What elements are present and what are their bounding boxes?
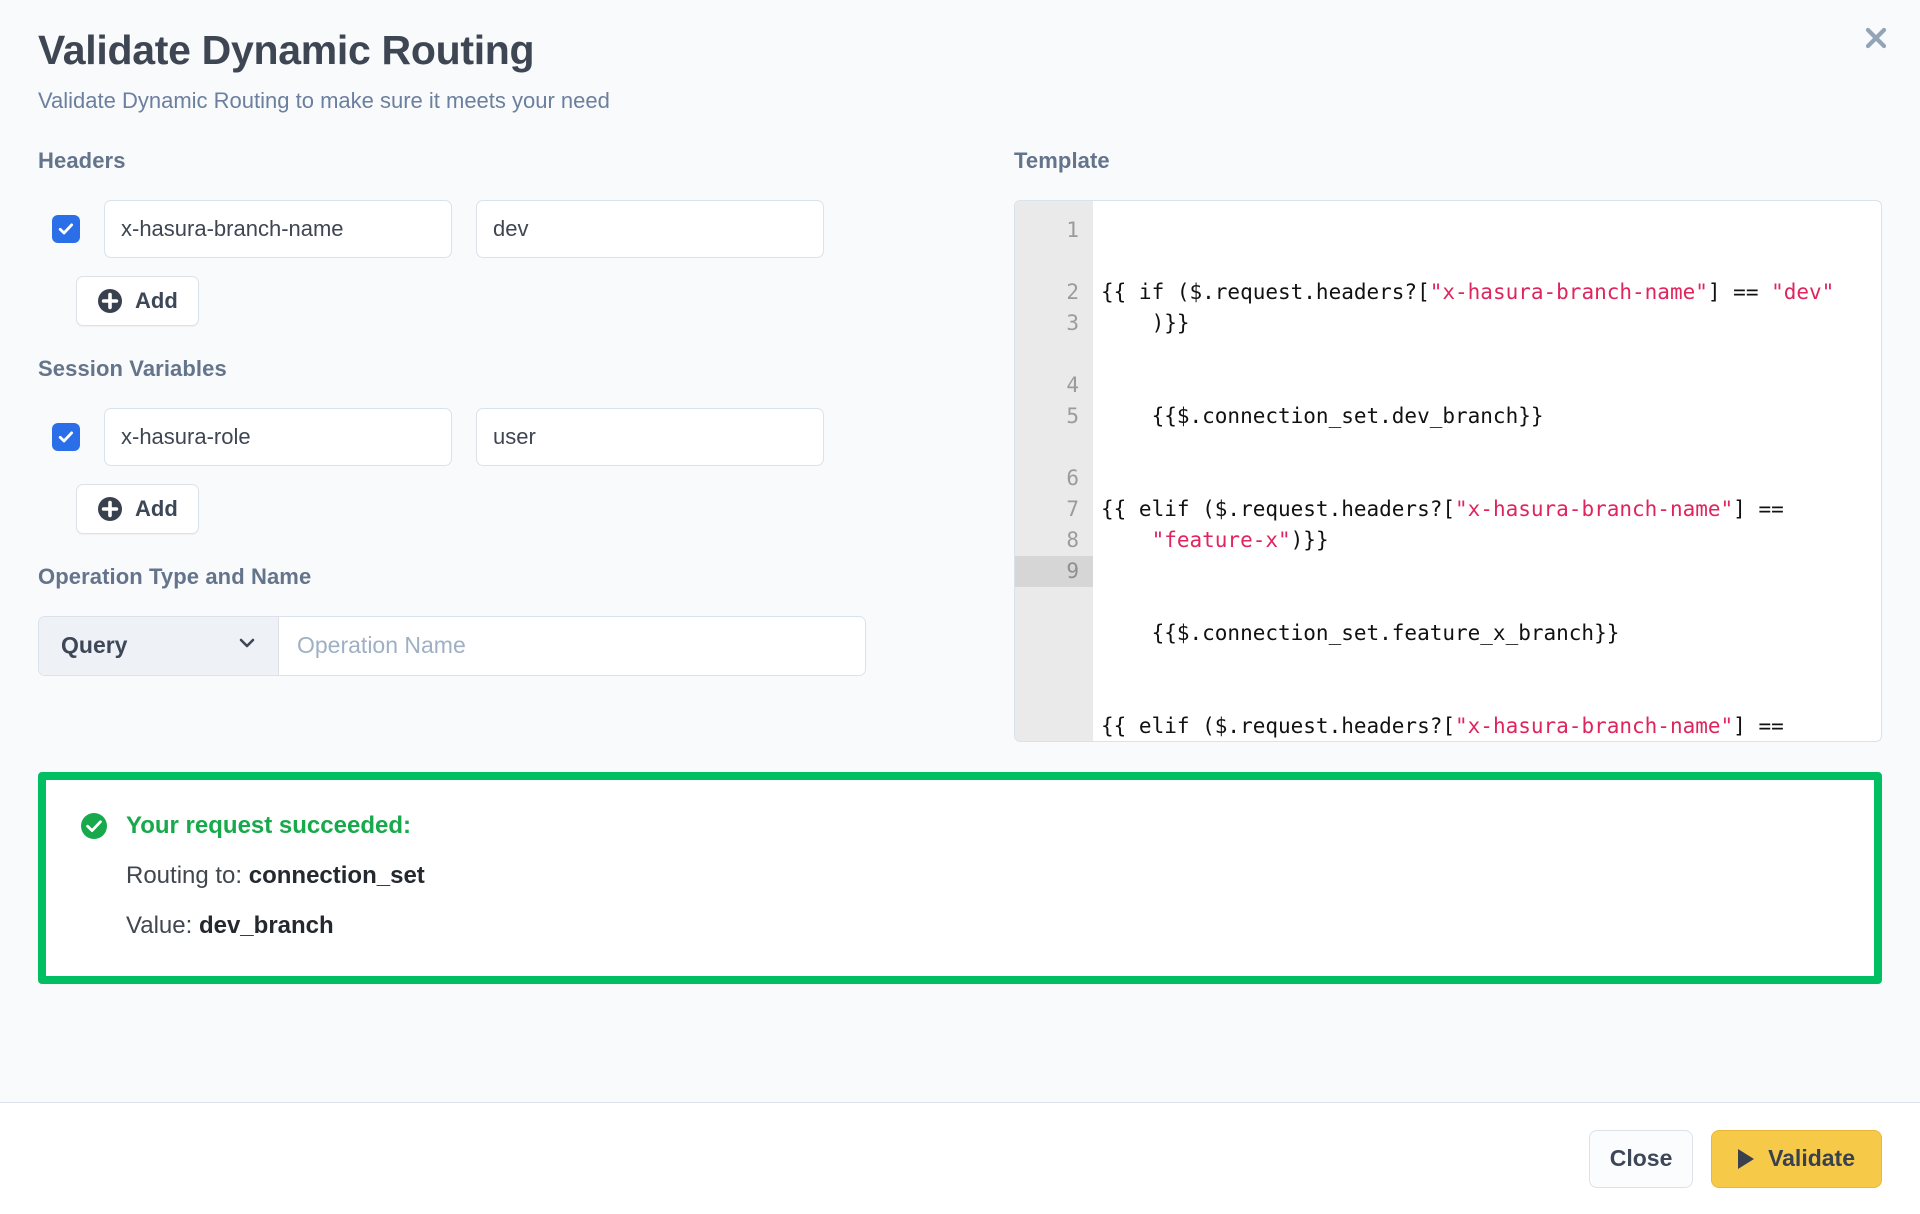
chevron-down-icon: [236, 632, 258, 659]
session-variables-section-label: Session Variables: [38, 355, 227, 381]
code-line-1: {{ if ($.request.headers?["x-hasura-bran…: [1101, 279, 1835, 335]
result-value-label: Value:: [126, 911, 193, 939]
line-number: 8: [1066, 527, 1079, 552]
session-variable-row-checkbox[interactable]: [52, 422, 80, 451]
result-value-line: Value: dev_branch: [126, 912, 1840, 940]
validation-result-wrapper: Your request succeeded: Routing to: conn…: [0, 742, 1920, 984]
template-column: Template 1 2 3 4 5 6 7 8 9 {: [998, 148, 1882, 742]
operation-name-input[interactable]: [279, 616, 865, 675]
line-number: 2: [1066, 279, 1079, 304]
editor-code-area[interactable]: {{ if ($.request.headers?["x-hasura-bran…: [1093, 201, 1881, 741]
add-header-button-label: Add: [135, 287, 178, 313]
header-row-checkbox[interactable]: [52, 214, 80, 243]
header-value-input[interactable]: [476, 199, 824, 258]
result-routing-line: Routing to: connection_set: [126, 862, 1840, 890]
add-session-variable-button[interactable]: Add: [76, 483, 199, 534]
header-row: [38, 199, 998, 258]
result-routing-label: Routing to:: [126, 861, 243, 889]
plus-circle-icon: [97, 496, 123, 522]
headers-section-label: Headers: [38, 147, 126, 173]
line-number: 1: [1066, 217, 1079, 242]
operation-type-select[interactable]: Query: [39, 616, 279, 675]
code-line-3: {{ elif ($.request.headers?["x-hasura-br…: [1101, 496, 1784, 552]
template-code-editor[interactable]: 1 2 3 4 5 6 7 8 9 {{ if ($.request.heade…: [1014, 199, 1882, 742]
form-column: Headers Add: [38, 148, 998, 742]
session-variable-value-input[interactable]: [476, 407, 824, 466]
result-header: Your request succeeded:: [80, 812, 1840, 840]
check-circle-icon: [80, 812, 108, 840]
validate-button[interactable]: Validate: [1711, 1129, 1882, 1188]
dialog-body: Headers Add: [0, 114, 1920, 742]
line-number: 7: [1066, 496, 1079, 521]
operation-type-value: Query: [61, 632, 128, 659]
session-variable-key-input[interactable]: [104, 407, 452, 466]
line-number-wrap: [1015, 432, 1079, 463]
template-section-label: Template: [1014, 147, 1110, 173]
code-line-2: {{$.connection_set.dev_branch}}: [1101, 403, 1544, 428]
result-title: Your request succeeded:: [126, 811, 411, 839]
line-number: 3: [1066, 310, 1079, 335]
code-line-5: {{ elif ($.request.headers?["x-hasura-br…: [1101, 713, 1784, 738]
result-value-value: dev_branch: [198, 911, 334, 939]
operation-section-label: Operation Type and Name: [38, 563, 312, 589]
dialog-header: Validate Dynamic Routing Validate Dynami…: [0, 0, 1920, 114]
editor-gutter: 1 2 3 4 5 6 7 8 9: [1015, 200, 1093, 741]
play-icon: [1738, 1148, 1755, 1169]
code-line-4: {{$.connection_set.feature_x_branch}}: [1101, 620, 1620, 645]
close-button[interactable]: Close: [1589, 1129, 1694, 1188]
line-number: 4: [1066, 372, 1079, 397]
line-number-active: 9: [1015, 555, 1093, 587]
result-routing-value: connection_set: [248, 861, 425, 889]
line-number: 5: [1066, 403, 1079, 428]
validate-button-label: Validate: [1768, 1145, 1855, 1171]
page-subtitle: Validate Dynamic Routing to make sure it…: [38, 87, 610, 113]
add-session-variable-button-label: Add: [135, 495, 178, 521]
session-variable-row: [38, 407, 998, 466]
close-icon[interactable]: [1854, 16, 1898, 60]
header-key-input[interactable]: [104, 199, 452, 258]
success-result-box: Your request succeeded: Routing to: conn…: [38, 771, 1882, 984]
page-title: Validate Dynamic Routing: [38, 27, 535, 73]
line-number: 6: [1066, 465, 1079, 490]
line-number-wrap: [1015, 339, 1079, 370]
dialog-footer: Close Validate: [0, 1102, 1920, 1214]
add-header-button[interactable]: Add: [76, 275, 199, 326]
line-number-wrap: [1015, 246, 1079, 277]
operation-row: Query: [38, 615, 866, 676]
plus-circle-icon: [97, 288, 123, 314]
